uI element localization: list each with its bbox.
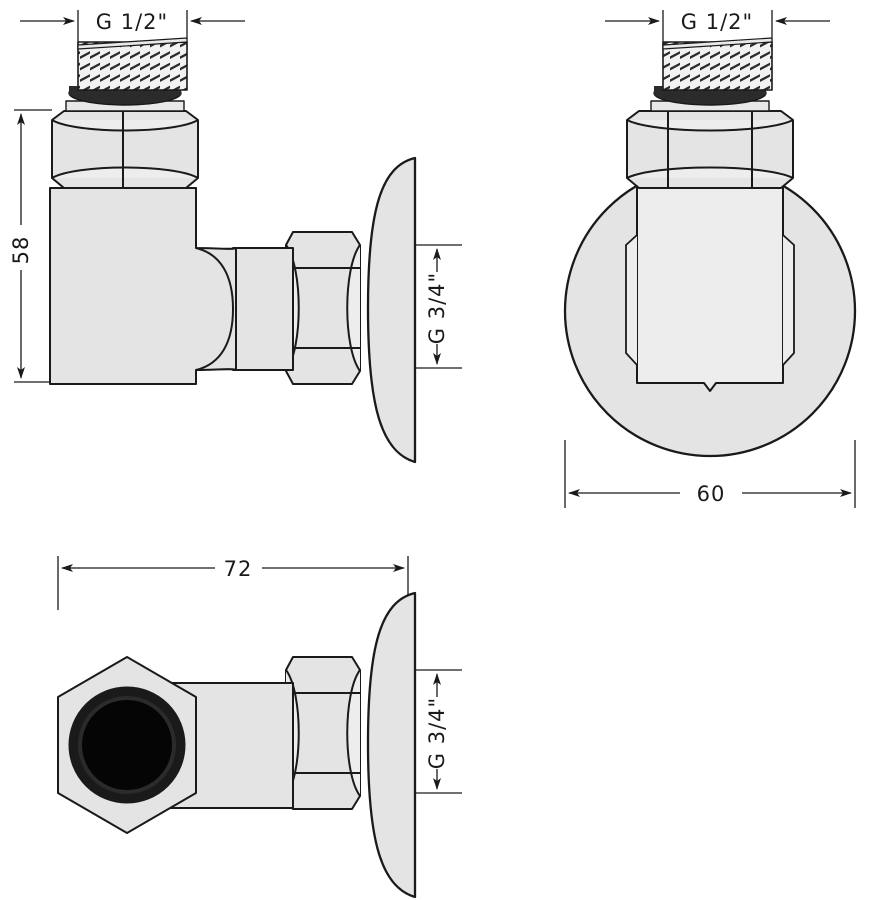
dimension-g-three-quarter-top [415, 669, 462, 794]
valve-body-front [636, 184, 784, 392]
outlet-spigot-side [232, 247, 294, 371]
dimension-diameter-60 [564, 440, 856, 508]
hex-nut-outlet-side [285, 231, 361, 385]
escutcheon-top [366, 591, 417, 899]
body-rib-right-front [782, 234, 795, 366]
top-plan-view [57, 556, 462, 899]
dimension-g-three-quarter-side [415, 244, 462, 369]
hex-nut-outlet-top [285, 656, 361, 810]
label-length-72: 72 [224, 557, 253, 581]
body-rib-left-front [625, 234, 638, 366]
male-thread-g-half-side [77, 37, 188, 91]
label-g-three-quarter-side: G 3/4" [425, 272, 449, 344]
front-elevation-view [563, 10, 857, 508]
label-diameter-60: 60 [697, 482, 726, 506]
label-g-half-side: G 1/2" [96, 10, 168, 34]
label-height-58: 58 [9, 236, 33, 265]
side-elevation-view [14, 10, 462, 464]
dimension-height-58 [14, 109, 52, 383]
inlet-bore-top [82, 700, 172, 790]
dimension-length-72 [57, 556, 409, 610]
valve-body-shoulder-side [195, 247, 234, 371]
label-g-half-front: G 1/2" [681, 10, 753, 34]
escutcheon-side [366, 156, 417, 464]
hex-nut-inlet-side [51, 110, 199, 189]
label-g-three-quarter-top: G 3/4" [425, 697, 449, 769]
hex-nut-inlet-front [626, 110, 794, 189]
male-thread-g-half-front [662, 37, 773, 91]
